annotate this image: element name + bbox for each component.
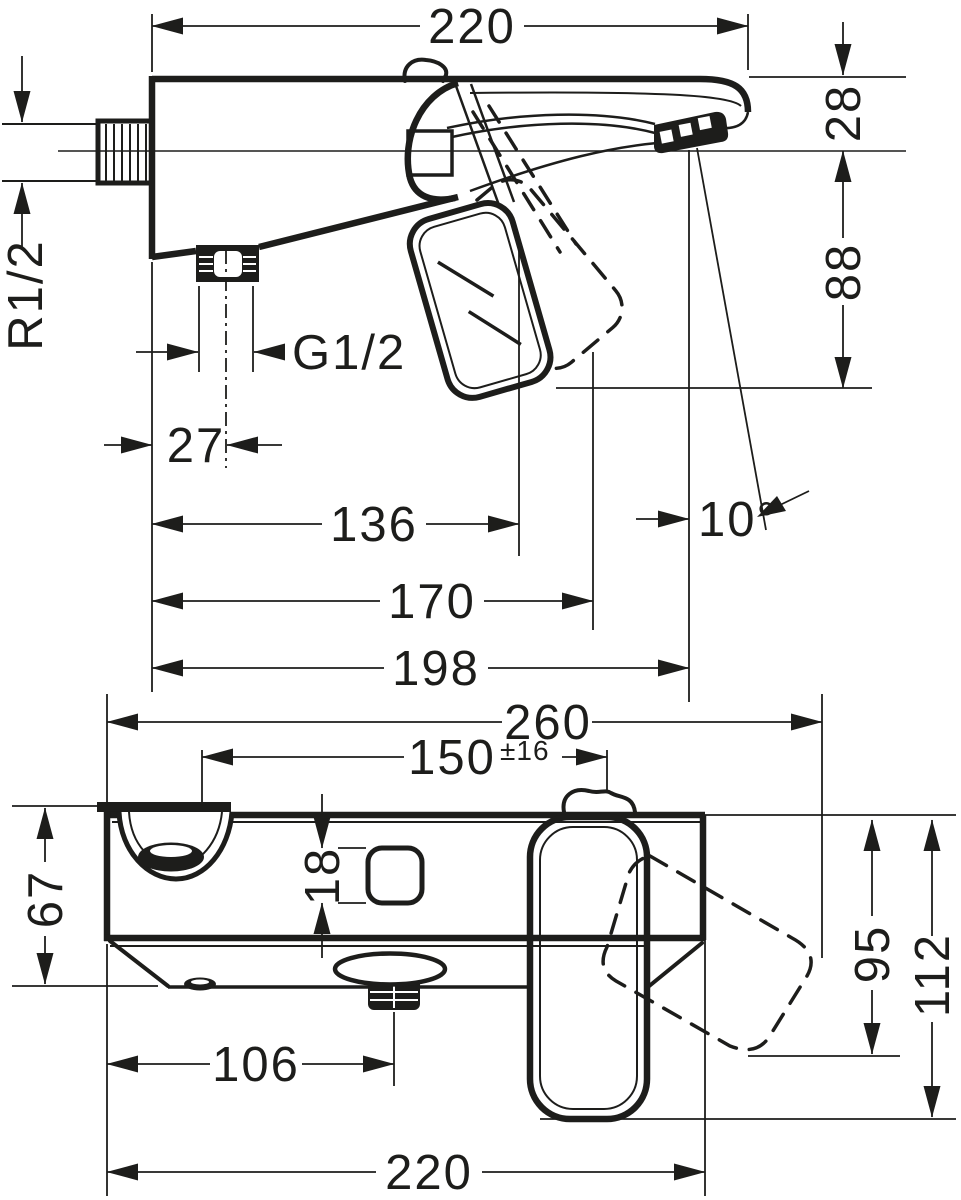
extension-lines-bottom-view — [12, 694, 956, 1196]
top-view-side-elevation: 220 R1/2 28 88 G1/2 27 — [0, 0, 906, 702]
extension-lines-top-view — [151, 14, 906, 702]
spout-aerator — [654, 111, 729, 154]
bottom-view-plan: 260 150 ±16 67 18 95 112 — [12, 694, 960, 1200]
dim-label-outlet-thread: G1/2 — [292, 326, 406, 380]
dim-label-spout-drop: 28 — [817, 84, 871, 143]
cartridge-housing — [406, 129, 454, 177]
dim-below-axis: 88 — [817, 243, 871, 389]
shower-outlet-connection — [196, 245, 259, 282]
dim-label-connection-spacing: 150 — [408, 731, 496, 785]
dim-body-depth: 220 — [106, 1146, 706, 1200]
supply-union-bar — [97, 802, 231, 812]
dim-overall-handle-depth: 112 — [906, 819, 960, 1118]
lever-top-hook — [402, 57, 449, 83]
dim-label-handle-open-depth: 95 — [846, 925, 900, 984]
dim-label-handle-distance: 136 — [330, 498, 418, 552]
dim-cutout-width: 18 — [296, 794, 350, 958]
dim-label-wall-thread: R1/2 — [0, 239, 53, 351]
dim-overall-depth: 260 — [106, 696, 823, 750]
shower-outlet-plan — [332, 951, 448, 1010]
dim-label-below-axis: 88 — [817, 243, 871, 302]
diverter-cutout — [365, 845, 425, 906]
handle-open-position-dashed — [601, 854, 813, 1052]
dim-handle-open-depth: 95 — [846, 819, 900, 1055]
wall-thread-nipple — [2, 118, 155, 186]
dim-spout-reach: 198 — [151, 642, 690, 696]
dim-outlet-thread: G1/2 — [136, 326, 406, 380]
dim-outlet-distance: 106 — [106, 1038, 395, 1092]
dim-label-spout-angle: 10° — [698, 493, 778, 547]
dim-wall-thread: R1/2 — [0, 56, 53, 351]
dim-handle-reach: 170 — [151, 575, 594, 629]
handle-closed-plan — [526, 813, 651, 1123]
dim-label-outlet-distance: 106 — [212, 1038, 300, 1092]
dim-label-body-depth: 220 — [385, 1146, 473, 1200]
dim-handle-distance: 136 — [151, 498, 520, 552]
dim-label-cutout-width: 18 — [296, 847, 350, 906]
dim-label-handle-reach: 170 — [388, 575, 476, 629]
dim-outlet-offset: 27 — [104, 419, 282, 473]
dim-spout-angle: 10° — [636, 490, 810, 547]
faucet-body-outline — [148, 57, 752, 261]
lever-handle — [406, 200, 554, 401]
dim-label-outlet-offset: 27 — [167, 419, 226, 473]
dim-label-connection-tolerance: ±16 — [500, 735, 550, 766]
dim-body-height: 67 — [19, 807, 73, 985]
dim-label-overall-depth: 260 — [504, 696, 592, 750]
dim-overall-length: 220 — [151, 0, 749, 54]
dim-label-body-height: 67 — [19, 870, 73, 929]
dim-label-overall-length: 220 — [428, 0, 516, 54]
dim-connection-spacing: 150 ±16 — [201, 731, 608, 785]
dim-spout-drop: 28 — [817, 22, 871, 238]
mixer-body-plan — [97, 788, 707, 991]
dim-label-overall-handle-depth: 112 — [906, 933, 960, 1017]
spout-plan — [116, 811, 235, 882]
handle-hook-plan — [561, 788, 637, 814]
dim-label-spout-reach: 198 — [392, 642, 480, 696]
